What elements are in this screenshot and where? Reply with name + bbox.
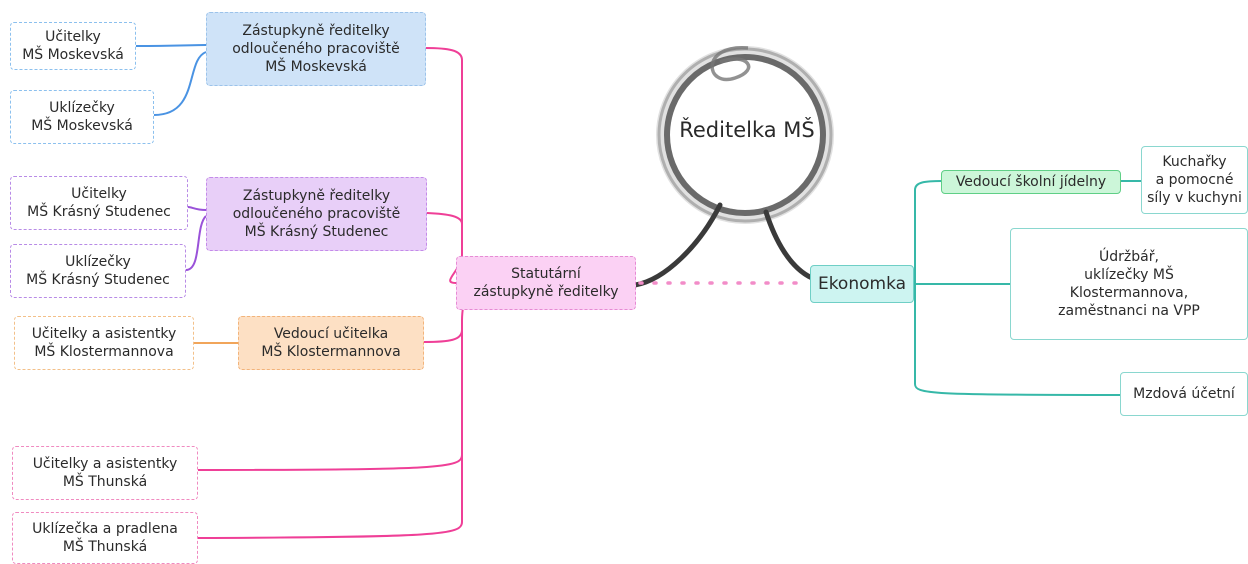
node-label: odloučeného pracoviště (232, 206, 401, 222)
node-label: Učitelky a asistentky (31, 326, 177, 342)
node-label: uklízečky MŠ (1084, 267, 1174, 283)
deputy-krasny-studenec-node[interactable]: Zástupkyně ředitelky odloučeného pracovi… (206, 177, 427, 251)
node-label: Mzdová účetní (1133, 386, 1235, 402)
pink-branches (197, 47, 466, 539)
node-label: Zástupkyně ředitelky (242, 188, 391, 204)
node-label: Uklízečka a pradlena (32, 521, 178, 537)
node-label: MŠ Moskevská (31, 118, 133, 134)
payroll-node[interactable]: Mzdová účetní (1120, 372, 1248, 416)
node-label: Vedoucí učitelka (273, 326, 389, 342)
node-label: Vedoucí školní jídelny (955, 174, 1107, 190)
node-label: Učitelky (45, 29, 101, 45)
node-label: Klostermannova, (1069, 285, 1189, 301)
statutory-deputy-node[interactable]: Statutární zástupkyně ředitelky (456, 256, 636, 310)
node-label: Uklízečky (49, 100, 115, 116)
node-label: MŠ Moskevská (22, 47, 124, 63)
teachers-klostermannova-node[interactable]: Učitelky a asistentky MŠ Klostermannova (14, 316, 194, 370)
deputy-moskevska-node[interactable]: Zástupkyně ředitelky odloučeného pracovi… (206, 12, 426, 86)
node-label: zástupkyně ředitelky (473, 284, 619, 300)
node-label: Kuchařky (1162, 154, 1227, 170)
director-label: Ředitelka MŠ (679, 118, 815, 142)
node-label: Údržbář, (1099, 249, 1159, 265)
node-label: síly v kuchyni (1147, 190, 1242, 206)
node-label: MŠ Moskevská (265, 59, 367, 75)
teachers-thunska-node[interactable]: Učitelky a asistentky MŠ Thunská (12, 446, 198, 500)
purple-branches (185, 206, 207, 271)
node-label: Zástupkyně ředitelky (242, 23, 390, 39)
director-circle (656, 46, 834, 224)
node-label: Ekonomka (817, 274, 907, 294)
head-teacher-klostermannova-node[interactable]: Vedoucí učitelka MŠ Klostermannova (238, 316, 424, 370)
teal-branches (912, 180, 1141, 396)
node-label: Uklízečky (65, 254, 131, 270)
teachers-krasny-studenec-node[interactable]: Učitelky MŠ Krásný Studenec (10, 176, 188, 230)
node-label: MŠ Krásný Studenec (26, 272, 170, 288)
cleaner-laundress-thunska-node[interactable]: Uklízečka a pradlena MŠ Thunská (12, 512, 198, 564)
teachers-moskevska-node[interactable]: Učitelky MŠ Moskevská (10, 22, 136, 70)
node-label: MŠ Krásný Studenec (27, 204, 171, 220)
node-label: Učitelky (71, 186, 127, 202)
ekonomka-node[interactable]: Ekonomka (810, 265, 914, 303)
node-label: Učitelky a asistentky (32, 456, 178, 472)
maintenance-node[interactable]: Údržbář, uklízečky MŠ Klostermannova, za… (1010, 228, 1248, 340)
node-label: Statutární (511, 266, 581, 282)
kitchen-staff-node[interactable]: Kuchařky a pomocné síly v kuchyni (1141, 146, 1248, 214)
node-label: a pomocné (1155, 172, 1234, 188)
node-label: odloučeného pracoviště (232, 41, 400, 57)
node-label: MŠ Klostermannova (34, 344, 174, 360)
node-label: MŠ Thunská (62, 539, 148, 555)
node-label: MŠ Klostermannova (261, 344, 401, 360)
stem-right (763, 209, 815, 281)
node-label: zaměstnanci na VPP (1058, 303, 1200, 319)
node-label: MŠ Thunská (62, 474, 148, 490)
kitchen-head-node[interactable]: Vedoucí školní jídelny (941, 170, 1121, 194)
cleaners-moskevska-node[interactable]: Uklízečky MŠ Moskevská (10, 90, 154, 144)
blue-branches (135, 44, 207, 116)
node-label: MŠ Krásný Studenec (244, 224, 389, 240)
cleaners-krasny-studenec-node[interactable]: Uklízečky MŠ Krásný Studenec (10, 244, 186, 298)
director-node[interactable]: Ředitelka MŠ (666, 118, 828, 142)
stem-left (632, 202, 723, 288)
